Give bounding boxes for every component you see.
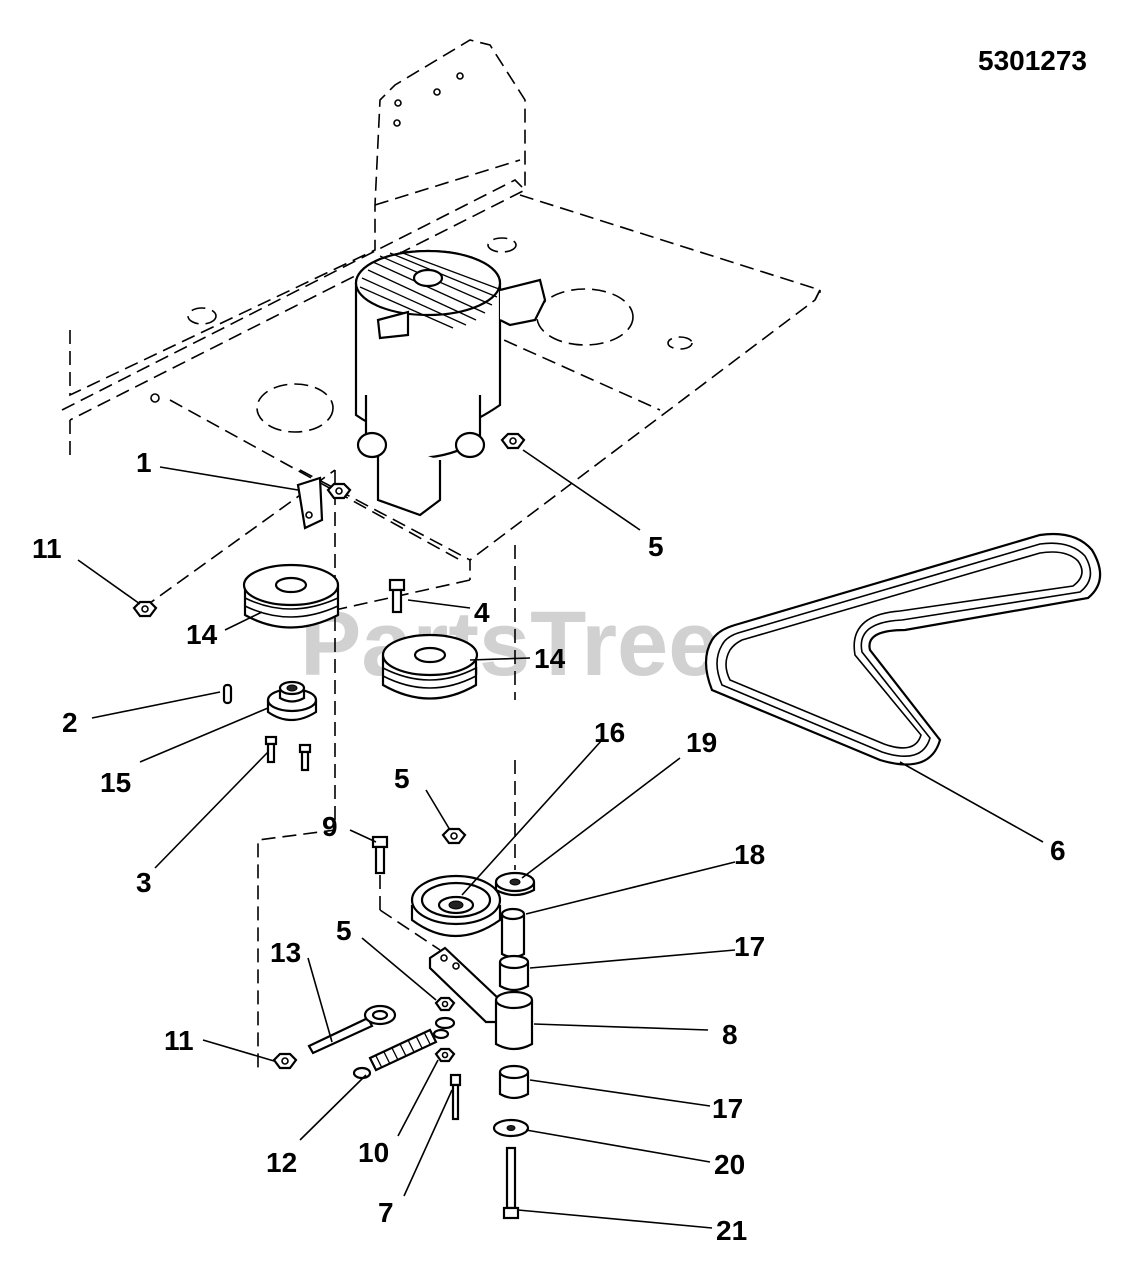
hub-screws <box>264 735 312 772</box>
callout-17-lower: 17 <box>712 1093 743 1124</box>
callout-13: 13 <box>270 937 301 968</box>
bolt-9 <box>371 835 389 875</box>
nut-11-upper <box>132 600 158 618</box>
callout-11-upper: 11 <box>32 533 62 564</box>
callout-3: 3 <box>136 867 152 898</box>
bolt-7 <box>449 1073 462 1121</box>
frame-nut-left <box>326 482 352 500</box>
callout-7: 7 <box>378 1197 394 1228</box>
key-2 <box>222 683 233 705</box>
frame-nut-right <box>500 432 526 450</box>
callout-17-upper: 17 <box>734 931 765 962</box>
pulley-middle <box>381 633 479 700</box>
callout-6: 6 <box>1050 835 1066 866</box>
pulley-upper <box>242 563 340 629</box>
callout-5-top: 5 <box>648 531 664 562</box>
callout-14-middle: 14 <box>534 643 566 674</box>
bolt-4 <box>388 578 406 614</box>
nut-11-lower <box>272 1052 298 1070</box>
idler-arm <box>428 946 534 1051</box>
hub-15 <box>266 680 318 722</box>
callout-14-upper: 14 <box>186 619 218 650</box>
bushing-17-upper <box>498 954 530 992</box>
callout-20: 20 <box>714 1149 745 1180</box>
motor-assembly <box>354 249 547 517</box>
callout-5-middle: 5 <box>394 763 410 794</box>
callout-1: 1 <box>136 447 152 478</box>
mount-bracket <box>296 476 324 530</box>
callout-2: 2 <box>62 707 78 738</box>
callout-4: 4 <box>474 597 490 628</box>
callout-19: 19 <box>686 727 717 758</box>
eyebolt-13 <box>307 1004 397 1055</box>
idler-pulley <box>410 874 502 937</box>
callout-16: 16 <box>594 717 625 748</box>
spacer-18 <box>500 907 526 959</box>
callout-8: 8 <box>722 1019 738 1050</box>
washer-19 <box>494 871 536 897</box>
bolt-21 <box>502 1146 520 1220</box>
callout-10: 10 <box>358 1137 389 1168</box>
leader-lines <box>77 449 1044 1229</box>
drive-belt <box>704 532 1102 766</box>
extension-spring <box>352 1028 450 1080</box>
callout-5-lower: 5 <box>336 915 352 946</box>
nut-5-lower <box>434 996 456 1030</box>
callout-labels: 1 2 3 4 5 5 5 6 7 8 9 10 11 11 12 13 14 … <box>32 447 1066 1246</box>
callout-21: 21 <box>716 1215 747 1246</box>
bushing-17-lower <box>498 1064 530 1100</box>
watermark: PartsTree <box>300 593 719 695</box>
washer-20 <box>492 1118 530 1138</box>
nut-5-middle <box>441 827 467 845</box>
callout-9: 9 <box>322 811 338 842</box>
callout-11-lower: 11 <box>164 1025 194 1056</box>
document-number: 5301273 <box>978 45 1087 76</box>
nut-10 <box>434 1047 456 1063</box>
callout-12: 12 <box>266 1147 297 1178</box>
callout-18: 18 <box>734 839 765 870</box>
callout-15: 15 <box>100 767 131 798</box>
